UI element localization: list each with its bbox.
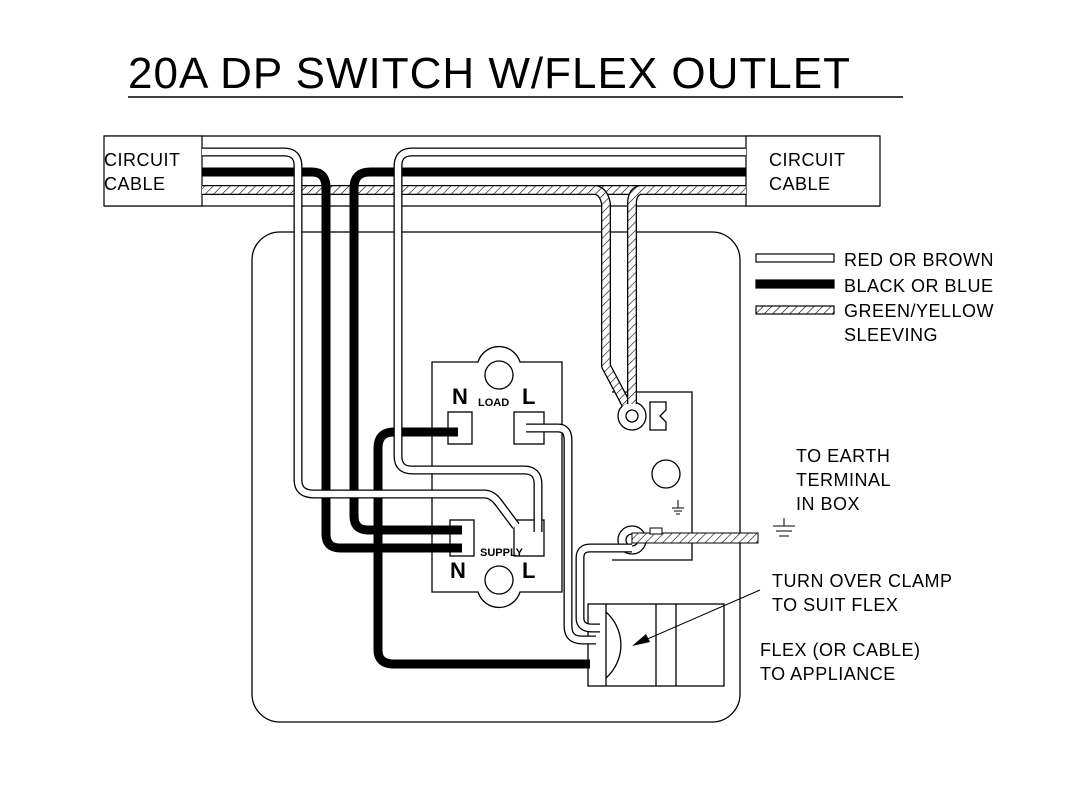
legend: RED OR BROWN BLACK OR BLUE GREEN/YELLOW … <box>755 250 994 345</box>
clamp-leader-line <box>635 589 761 645</box>
earth-note: TO EARTH TERMINAL IN BOX <box>796 446 891 514</box>
circuit-cable-left-line2: CABLE <box>104 174 166 194</box>
earth-note-line1: TO EARTH <box>796 446 890 466</box>
load-l-label: L <box>522 384 535 409</box>
circuit-cable-right-line1: CIRCUIT <box>769 150 846 170</box>
load-label: LOAD <box>478 397 509 409</box>
live-conductors <box>202 147 746 645</box>
earth-conductors <box>202 185 746 407</box>
earth-note-line2: TERMINAL <box>796 470 891 490</box>
neutral-conductors <box>202 167 746 669</box>
legend-red-swatch <box>755 253 835 263</box>
supply-l-terminal <box>513 519 545 557</box>
circuit-cable-right: CIRCUIT CABLE <box>745 135 881 207</box>
supply-label: SUPPLY <box>480 547 524 559</box>
legend-black-label: BLACK OR BLUE <box>844 276 994 296</box>
clamp-note-line1: TURN OVER CLAMP <box>772 571 953 591</box>
supply-n-terminal <box>449 519 475 557</box>
earth-symbol-plate <box>672 500 684 515</box>
legend-green-label-2: SLEEVING <box>844 325 938 345</box>
supply-n-label: N <box>450 558 466 583</box>
flex-note-line2: TO APPLIANCE <box>760 664 896 684</box>
switch-screw-top <box>484 360 514 390</box>
legend-green-swatch <box>755 305 835 315</box>
switch-plate: N LOAD L SUPPLY N L <box>431 345 563 609</box>
diagram-title: 20A DP SWITCH W/FLEX OUTLET <box>128 49 851 98</box>
earth-lug <box>649 401 667 431</box>
earth-bar <box>631 527 759 544</box>
clamp-note: TURN OVER CLAMP TO SUIT FLEX <box>772 571 953 615</box>
supply-l-label: L <box>522 558 535 583</box>
circuit-cable-left-line1: CIRCUIT <box>104 150 181 170</box>
switch-screw-bottom <box>484 565 514 595</box>
circuit-cable-right-line2: CABLE <box>769 174 831 194</box>
back-box <box>251 231 741 723</box>
earth-symbol-box <box>773 518 795 537</box>
legend-red-label: RED OR BROWN <box>844 250 994 270</box>
flex-note: FLEX (OR CABLE) TO APPLIANCE <box>760 640 921 684</box>
clamp-arrowhead <box>632 634 650 646</box>
legend-black-swatch <box>755 279 835 289</box>
legend-green-label-1: GREEN/YELLOW <box>844 301 994 321</box>
flex-note-line1: FLEX (OR CABLE) <box>760 640 921 660</box>
earth-note-line3: IN BOX <box>796 494 860 514</box>
flex-clamp-block <box>587 589 761 687</box>
circuit-cable-left: CIRCUIT CABLE <box>103 135 203 207</box>
clamp-note-line2: TO SUIT FLEX <box>772 595 898 615</box>
load-n-label: N <box>452 384 468 409</box>
